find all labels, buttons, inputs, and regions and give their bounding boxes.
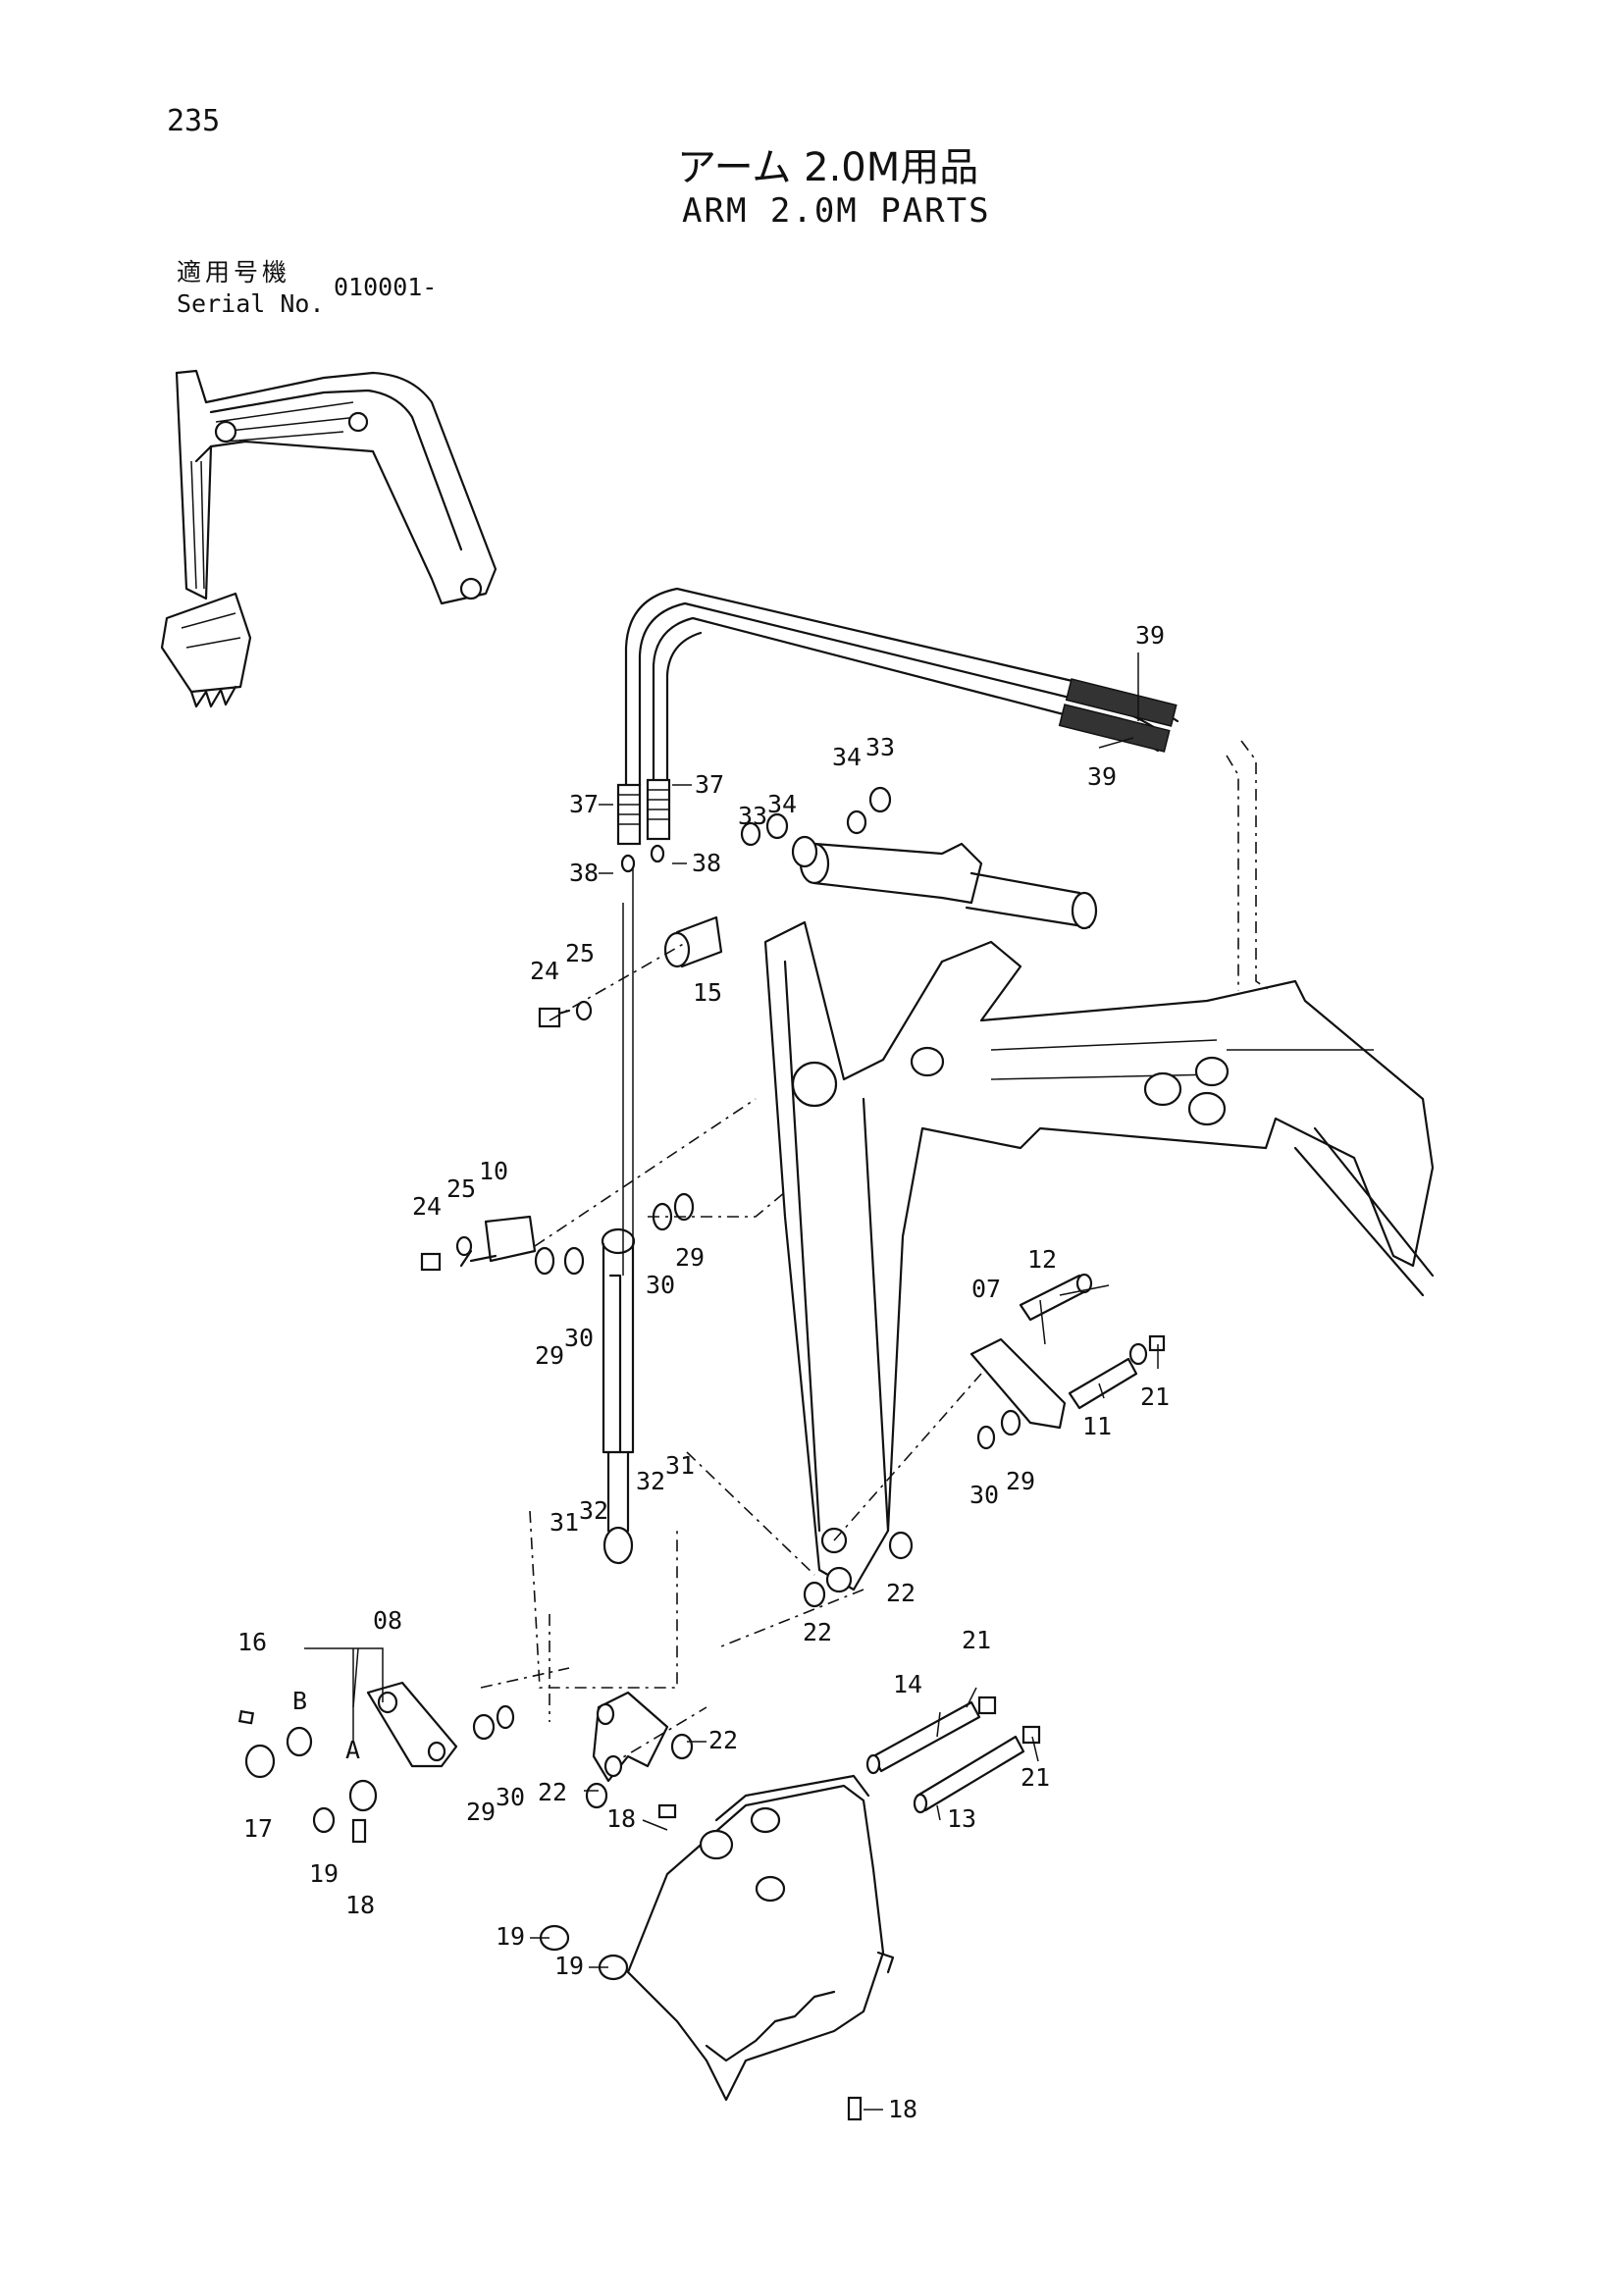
serial-label-japanese: 適用号機 — [177, 258, 291, 287]
pins-and-washers — [420, 786, 892, 1276]
callout-11: 11 — [1082, 1412, 1112, 1440]
callout-24: 24 — [412, 1192, 442, 1221]
callout-33: 33 — [738, 802, 767, 830]
callout-22: 22 — [803, 1618, 832, 1646]
callout-37: 37 — [695, 770, 724, 799]
callout-10: 10 — [479, 1157, 508, 1185]
callout-34: 34 — [832, 743, 862, 771]
callout-38: 38 — [692, 849, 721, 877]
callout-15: 15 — [693, 978, 722, 1007]
callout-31: 31 — [550, 1508, 579, 1537]
assembly-leader-lines — [480, 941, 982, 1767]
callout-39: 39 — [1135, 621, 1165, 650]
pins-13-14 — [865, 1696, 1041, 1814]
callout-08: 08 — [373, 1606, 402, 1635]
callout-29: 29 — [535, 1341, 564, 1370]
callout-18: 18 — [606, 1804, 636, 1833]
part-callouts: 39 39 37 37 38 38 34 33 33 34 24 25 15 2… — [237, 621, 1170, 2123]
excavator-thumbnail-icon — [160, 369, 497, 708]
callout-22: 22 — [538, 1778, 567, 1806]
callout-18: 18 — [345, 1891, 375, 1919]
callout-a: A — [345, 1736, 360, 1764]
callout-39: 39 — [1087, 762, 1117, 791]
page-title-japanese: アーム 2.0M用品 — [677, 145, 979, 190]
callout-leaders — [304, 652, 1159, 2111]
callout-31: 31 — [665, 1451, 695, 1480]
callout-21: 21 — [1140, 1383, 1170, 1411]
callout-12: 12 — [1027, 1245, 1057, 1274]
callout-21: 21 — [962, 1626, 991, 1654]
callout-17: 17 — [243, 1814, 273, 1843]
callout-30: 30 — [969, 1481, 999, 1509]
callout-24: 24 — [530, 957, 559, 985]
callout-25: 25 — [565, 939, 595, 967]
callout-29: 29 — [1006, 1467, 1035, 1495]
callout-30: 30 — [646, 1271, 675, 1299]
callout-07: 07 — [971, 1275, 1001, 1303]
callout-18: 18 — [888, 2095, 917, 2123]
bucket-link-08 — [237, 1681, 515, 1844]
callout-22: 22 — [708, 1726, 738, 1754]
serial-number-value: 010001- — [334, 273, 438, 301]
callout-13: 13 — [947, 1804, 976, 1833]
callout-22: 22 — [886, 1579, 916, 1607]
callout-32: 32 — [579, 1496, 608, 1525]
bucket — [539, 1774, 895, 2121]
callout-25: 25 — [446, 1174, 476, 1203]
callout-33: 33 — [865, 733, 895, 761]
callout-34: 34 — [767, 790, 797, 818]
serial-label-english: Serial No. — [177, 289, 325, 318]
callout-14: 14 — [893, 1670, 922, 1698]
callout-b: B — [292, 1687, 307, 1715]
callout-30: 30 — [496, 1783, 525, 1811]
callout-29: 29 — [675, 1243, 705, 1272]
callout-16: 16 — [237, 1628, 267, 1656]
hydraulic-hoses — [616, 587, 1272, 992]
h-link — [585, 1691, 694, 1809]
page-number: 235 — [167, 104, 221, 138]
callout-19: 19 — [554, 1952, 584, 1980]
callout-37: 37 — [569, 790, 599, 818]
callout-19: 19 — [496, 1922, 525, 1951]
link-07-assembly — [803, 1273, 1166, 1608]
callout-30: 30 — [564, 1324, 594, 1352]
callout-32: 32 — [636, 1467, 665, 1495]
bucket-link-rod — [601, 863, 636, 1565]
arm-body — [763, 920, 1435, 1593]
callout-38: 38 — [569, 859, 599, 887]
callout-21: 21 — [1021, 1763, 1050, 1792]
page-title-english: ARM 2.0M PARTS — [682, 191, 991, 231]
callout-29: 29 — [466, 1798, 496, 1826]
arm-cylinder — [799, 842, 1098, 930]
callout-19: 19 — [309, 1859, 339, 1888]
